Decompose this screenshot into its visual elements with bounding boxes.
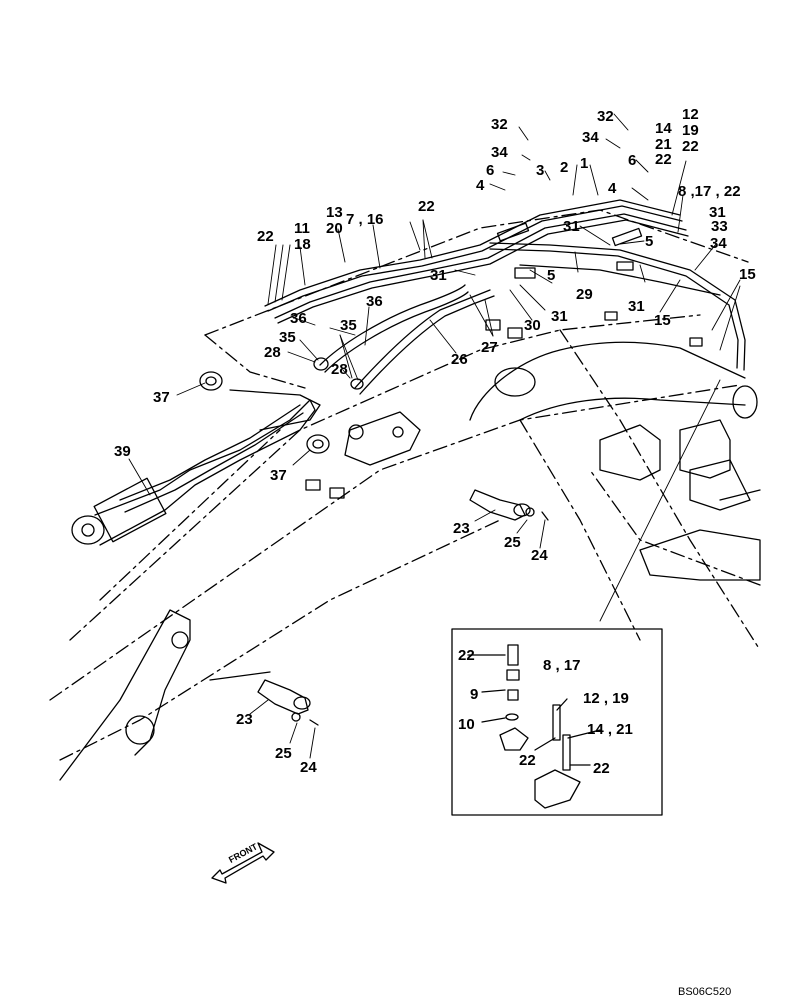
callout-label: 24: [300, 759, 317, 776]
callout-label: 10: [458, 716, 475, 733]
callout-label: 8 , 17: [543, 657, 581, 674]
callout-label: 2: [560, 159, 569, 176]
boom-cylinder: [71, 389, 321, 546]
callout-label: 32: [491, 116, 508, 133]
callout-label: 22: [655, 151, 672, 168]
callout-label: 28: [331, 361, 348, 378]
callout-label: 3: [536, 162, 545, 179]
callout-label: 34: [491, 144, 508, 161]
callout-label: 21: [655, 136, 672, 153]
callout-label: 1: [580, 155, 589, 172]
callout-label: 5: [547, 267, 556, 284]
callout-label: 31: [430, 267, 447, 284]
boom-structure: [59, 341, 761, 781]
callout-label: 6: [628, 152, 637, 169]
callout-label: 35: [279, 329, 296, 346]
hose-lower: [319, 284, 495, 395]
callout-label: 36: [366, 293, 383, 310]
callout-label: 27: [481, 339, 498, 356]
callout-label: 22: [593, 760, 610, 777]
callout-label: 31: [563, 218, 580, 235]
drawing-code: BS06C520: [678, 986, 732, 998]
callout-label: 4: [608, 180, 617, 197]
washers: [199, 357, 364, 454]
callout-label: 14: [655, 120, 672, 137]
callout-label: 23: [236, 711, 253, 728]
callout-label: 31: [551, 308, 568, 325]
callout-label: 22: [257, 228, 274, 245]
front-arrow: [211, 842, 275, 884]
callout-label: 12 , 19: [583, 690, 629, 707]
callout-label: 34: [582, 129, 599, 146]
callout-label: 28: [264, 344, 281, 361]
callout-label: 29: [576, 286, 593, 303]
callout-label: 13: [326, 204, 343, 221]
callout-label: 18: [294, 236, 311, 253]
callout-label: 19: [682, 122, 699, 139]
callout-label: 11: [294, 220, 310, 237]
callout-label: 36: [290, 310, 307, 327]
callout-label: 26: [451, 351, 468, 368]
callout-label: 15: [654, 312, 671, 329]
callout-label: 30: [524, 317, 541, 334]
callout-label: 6: [486, 162, 495, 179]
callout-label: 31: [709, 204, 726, 221]
callout-label: 15: [739, 266, 756, 283]
callout-label: 25: [275, 745, 292, 762]
detail-inset: [451, 628, 663, 816]
callout-label: 35: [340, 317, 357, 334]
callout-label: 20: [326, 220, 343, 237]
callout-label: 14 , 21: [587, 721, 633, 738]
callout-label: 37: [153, 389, 170, 406]
callout-label: 8 ,17 , 22: [678, 183, 741, 200]
pin-lower: [257, 679, 319, 726]
callout-label: 22: [519, 752, 536, 769]
leader-lines: [128, 113, 741, 759]
callout-label: 22: [682, 138, 699, 155]
callout-label: 32: [597, 108, 614, 125]
callout-label: 25: [504, 534, 521, 551]
callout-label: 24: [531, 547, 548, 564]
callout-label: 37: [270, 467, 287, 484]
callout-label: 33: [711, 218, 728, 235]
pin-upper: [469, 489, 549, 521]
callout-label: 23: [453, 520, 470, 537]
callout-label: 12: [682, 106, 699, 123]
callout-label: 22: [458, 647, 475, 664]
callout-label: 22: [418, 198, 435, 215]
callout-label: 7 , 16: [346, 211, 384, 228]
callout-label: 4: [476, 177, 485, 194]
hose-bundle-upper: [264, 199, 746, 371]
callout-label: 39: [114, 443, 131, 460]
callout-label: 9: [470, 686, 479, 703]
callout-label: 5: [645, 233, 654, 250]
callout-label: 34: [710, 235, 727, 252]
callout-label: 31: [628, 298, 645, 315]
